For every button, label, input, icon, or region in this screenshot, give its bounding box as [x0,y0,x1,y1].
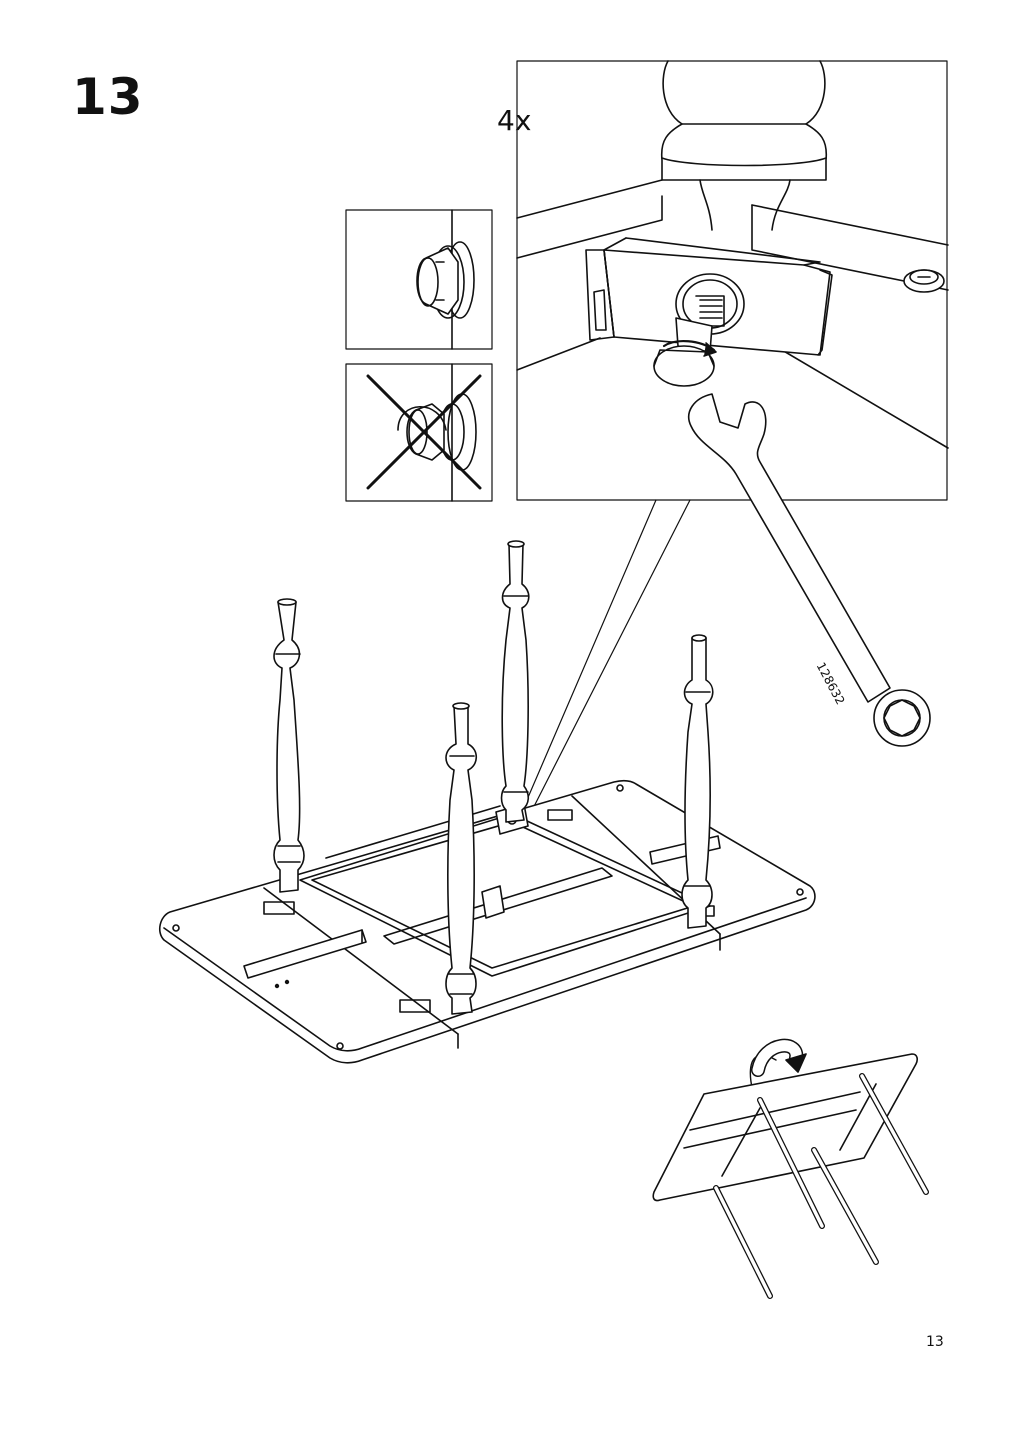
correct-inset [345,209,493,350]
wrench-icon [687,393,931,747]
incorrect-inset [345,363,493,502]
detail-zoom-panel [516,60,949,501]
step-number: 13 [72,68,144,126]
page-number: 13 [926,1334,944,1350]
quantity-label: 4x [497,104,532,137]
table-legs [273,540,714,1015]
table-underside [158,779,816,1064]
flip-table-illustration [652,1038,929,1299]
